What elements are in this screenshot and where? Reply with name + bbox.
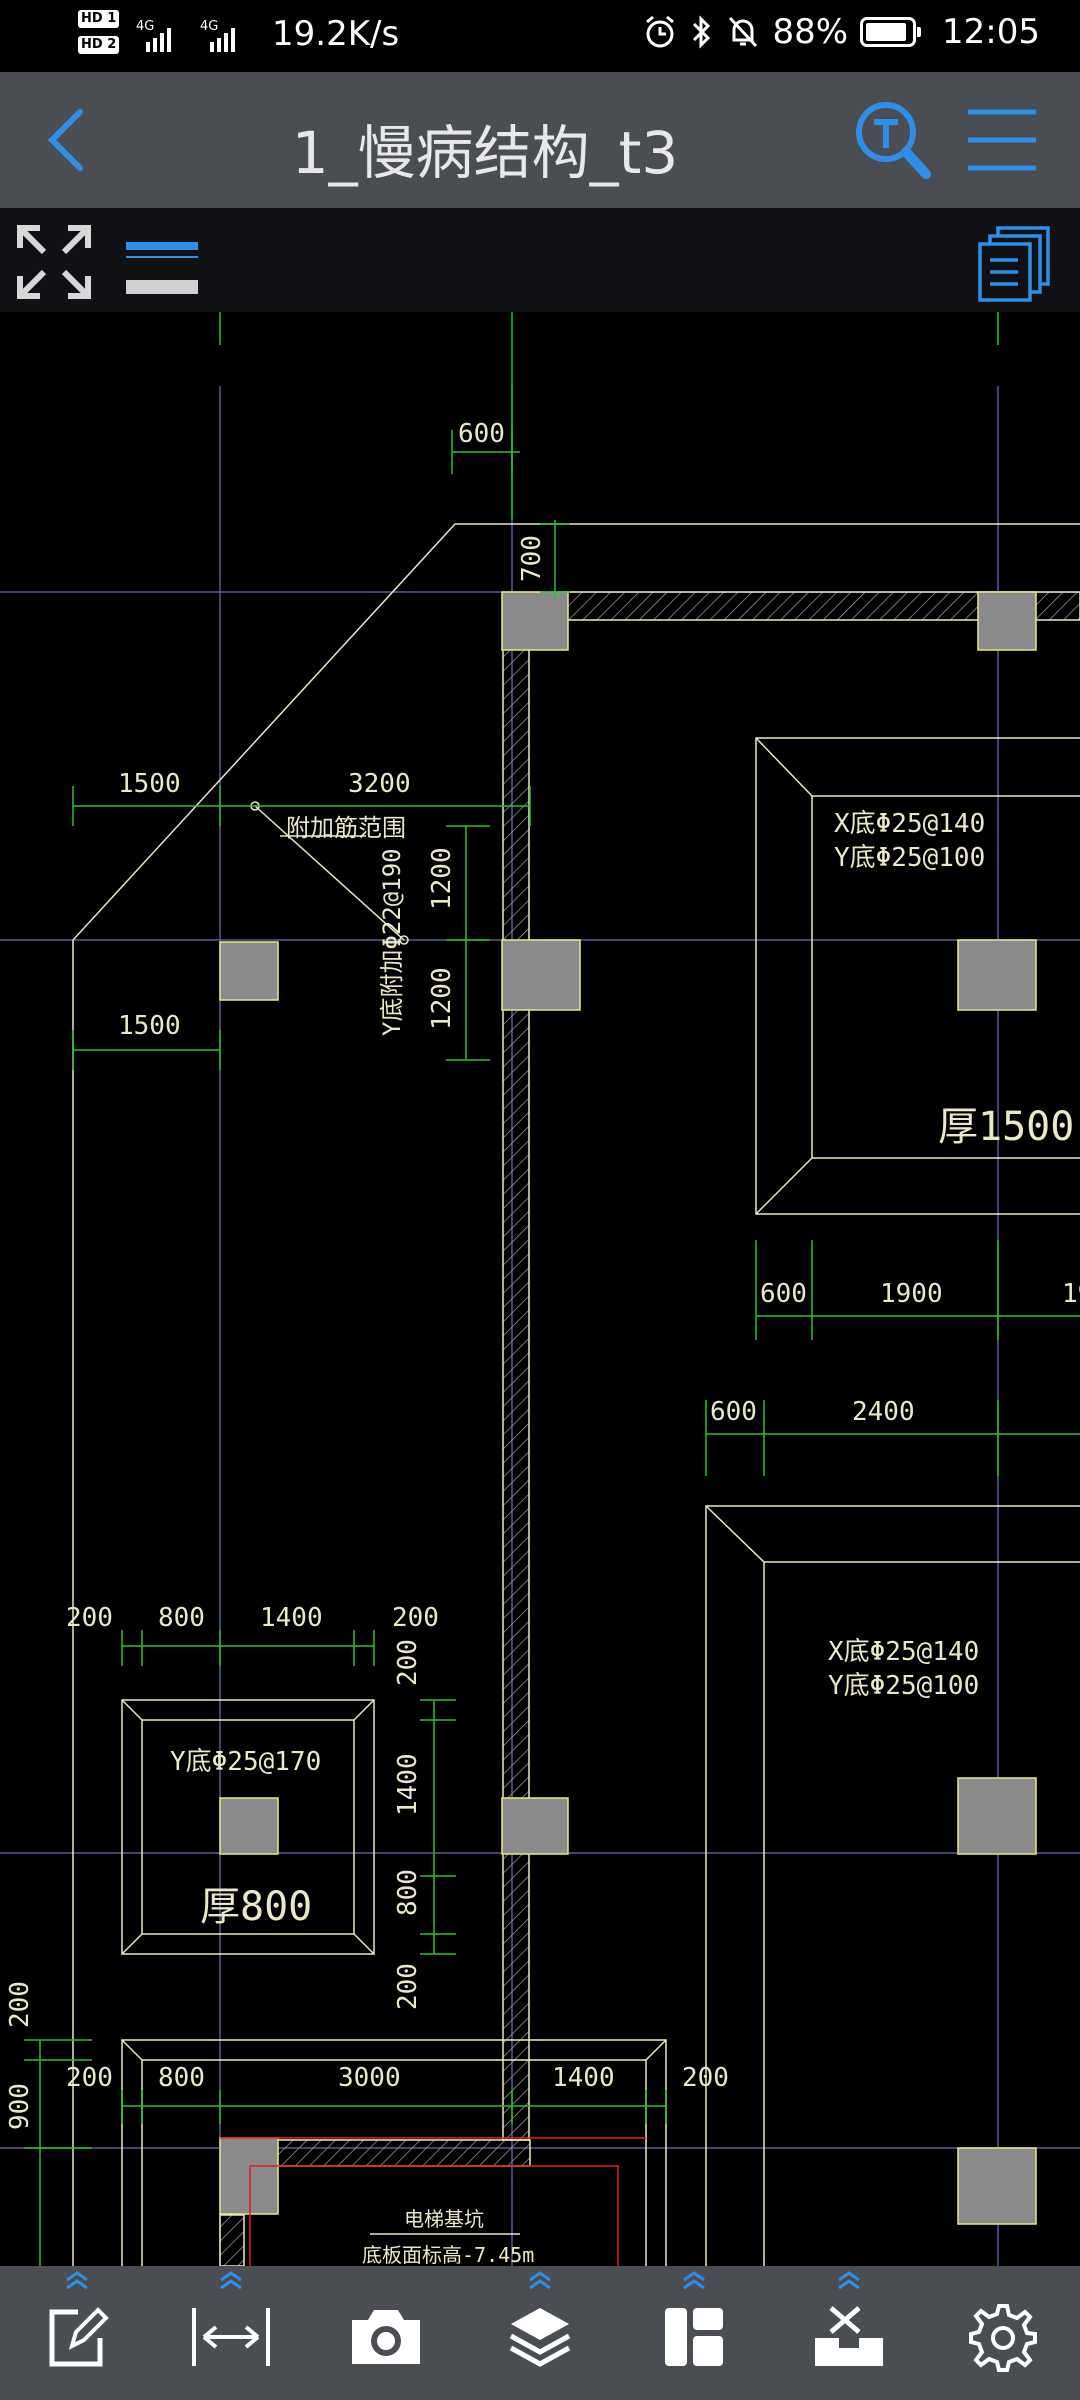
dim-text: 1500 — [118, 1011, 181, 1041]
signal-icon: 4G 4G — [136, 19, 235, 52]
dim-text: 1400 — [260, 1603, 323, 1633]
drawing-toolbar — [0, 208, 1080, 312]
dim-text: 800 — [158, 1603, 205, 1633]
measure-tool[interactable] — [154, 2266, 308, 2400]
bottom-toolbar — [0, 2266, 1080, 2400]
edit-icon — [49, 2307, 109, 2367]
wall-vertical — [502, 639, 530, 2141]
clock: 12:05 — [942, 12, 1040, 52]
fullscreen-icon[interactable] — [14, 222, 94, 302]
dim-text: 900 — [5, 2083, 35, 2130]
cad-drawing: 600 700 1500 3200 1200 1200 1500 600 190… — [0, 312, 1080, 2266]
layout-icon — [665, 2308, 724, 2366]
dim-text: 600 — [760, 1279, 807, 1309]
elevator-pit — [220, 2137, 646, 2266]
dim-text: 200 — [66, 2063, 113, 2093]
sim2-badge: HD 2 — [78, 36, 120, 54]
sim1-badge: HD 1 — [78, 10, 120, 28]
mute-icon — [729, 16, 758, 48]
layout-sheets-icon[interactable] — [976, 224, 1052, 302]
document-title: 1_慢病结构_t3 — [291, 119, 679, 187]
cap1-rebar-x: X底Φ25@140 — [834, 809, 985, 839]
net2-label: 4G — [200, 19, 218, 34]
cap1-rebar-y: Y底Φ25@100 — [834, 843, 985, 873]
text-search-icon[interactable] — [852, 98, 932, 182]
columns — [219, 591, 1037, 2225]
dim-text: 1900 — [880, 1279, 943, 1309]
dim-text: 1400 — [552, 2063, 615, 2093]
slab-outline — [72, 523, 1080, 2266]
dim-text: 200 — [393, 1639, 423, 1686]
toolbox-tool[interactable] — [771, 2266, 925, 2400]
dim-text: 3200 — [348, 769, 411, 799]
dim-text: 200 — [5, 1981, 35, 2028]
dim-text: 600 — [710, 1397, 757, 1427]
dim-text: 1500 — [118, 769, 181, 799]
pit-level-label: 底板面标高-7.45m — [362, 2243, 534, 2266]
annotation-labels: 附加筋范围 Y底附加Φ22@190 X底Φ25@140 Y底Φ25@100 厚1… — [170, 809, 1074, 2266]
chevron-up-icon — [837, 2271, 860, 2290]
menu-icon[interactable] — [962, 102, 1042, 178]
toolbox-icon — [814, 2306, 883, 2366]
measure-icon — [192, 2308, 271, 2366]
network-speed: 19.2K/s — [272, 14, 400, 54]
dim-text: 700 — [517, 535, 547, 582]
pile-cap-2 — [705, 1505, 1080, 2266]
sim-indicators: HD 1 HD 2 — [78, 8, 122, 54]
battery-icon — [860, 17, 922, 47]
dim-text: 1200 — [427, 847, 457, 910]
chevron-up-icon — [683, 2271, 706, 2290]
pit-label: 电梯基坑 — [404, 2207, 484, 2231]
y-extra-rebar-label: Y底附加Φ22@190 — [378, 848, 406, 1036]
dim-text: 3000 — [338, 2063, 401, 2093]
cap3-rebar-y: Y底Φ25@170 — [170, 1747, 321, 1777]
dim-text: 200 — [682, 2063, 729, 2093]
camera-tool[interactable] — [309, 2266, 463, 2400]
axis-grid — [0, 386, 1080, 2266]
cap1-thickness: 厚1500 — [938, 1104, 1074, 1150]
camera-icon — [351, 2310, 420, 2364]
alarm-icon — [646, 15, 675, 48]
dimension-labels: 600 700 1500 3200 1200 1200 1500 600 190… — [5, 419, 1080, 2130]
line-weight-icon[interactable] — [118, 220, 204, 300]
layers-tool[interactable] — [463, 2266, 617, 2400]
chevron-up-icon — [529, 2271, 551, 2290]
settings-tool[interactable] — [926, 2266, 1080, 2400]
chevron-up-icon — [66, 2271, 89, 2290]
dim-text: 2400 — [852, 1397, 915, 1427]
edit-tool[interactable] — [0, 2266, 154, 2400]
cad-drawing-canvas[interactable]: 600 700 1500 3200 1200 1200 1500 600 190… — [0, 312, 1080, 2266]
layers-icon — [509, 2308, 571, 2367]
dim-text: 600 — [458, 419, 505, 449]
back-icon[interactable] — [30, 102, 106, 178]
dim-text: 200 — [392, 1603, 439, 1633]
settings-icon — [968, 2304, 1037, 2372]
pile-cap-1 — [755, 737, 1080, 1215]
status-bar: HD 1 HD 2 4G 4G 19.2K/s 88% 12:05 — [0, 0, 1080, 72]
dim-text: 800 — [393, 1869, 423, 1916]
wall-pit-left — [219, 2214, 245, 2266]
cap2-rebar-x: X底Φ25@140 — [828, 1637, 979, 1667]
title-bar: 1_慢病结构_t3 — [0, 72, 1080, 208]
pile-cap-3 — [121, 1699, 375, 1955]
dim-text: 19 — [1062, 1279, 1080, 1309]
net1-label: 4G — [136, 19, 154, 34]
cap2-rebar-y: Y底Φ25@100 — [828, 1671, 979, 1701]
dim-text: 800 — [158, 2063, 205, 2093]
layout-tool[interactable] — [617, 2266, 771, 2400]
axis-extension-lines — [219, 312, 999, 520]
dim-text: 200 — [393, 1963, 423, 2010]
bluetooth-icon — [693, 15, 711, 49]
wall-pit-top — [249, 2139, 531, 2167]
cap3-thickness: 厚800 — [200, 1884, 312, 1930]
extra-range-label: 附加筋范围 — [286, 814, 406, 842]
dim-text: 200 — [66, 1603, 113, 1633]
status-icons: 88% 12:05 — [642, 12, 1040, 52]
dim-text: 1400 — [393, 1753, 423, 1816]
dim-text: 1200 — [427, 967, 457, 1030]
dimension-lines — [24, 430, 1080, 2266]
battery-percent: 88% — [772, 12, 849, 52]
chevron-up-icon — [220, 2271, 243, 2290]
pile-cap-4 — [121, 2039, 667, 2266]
